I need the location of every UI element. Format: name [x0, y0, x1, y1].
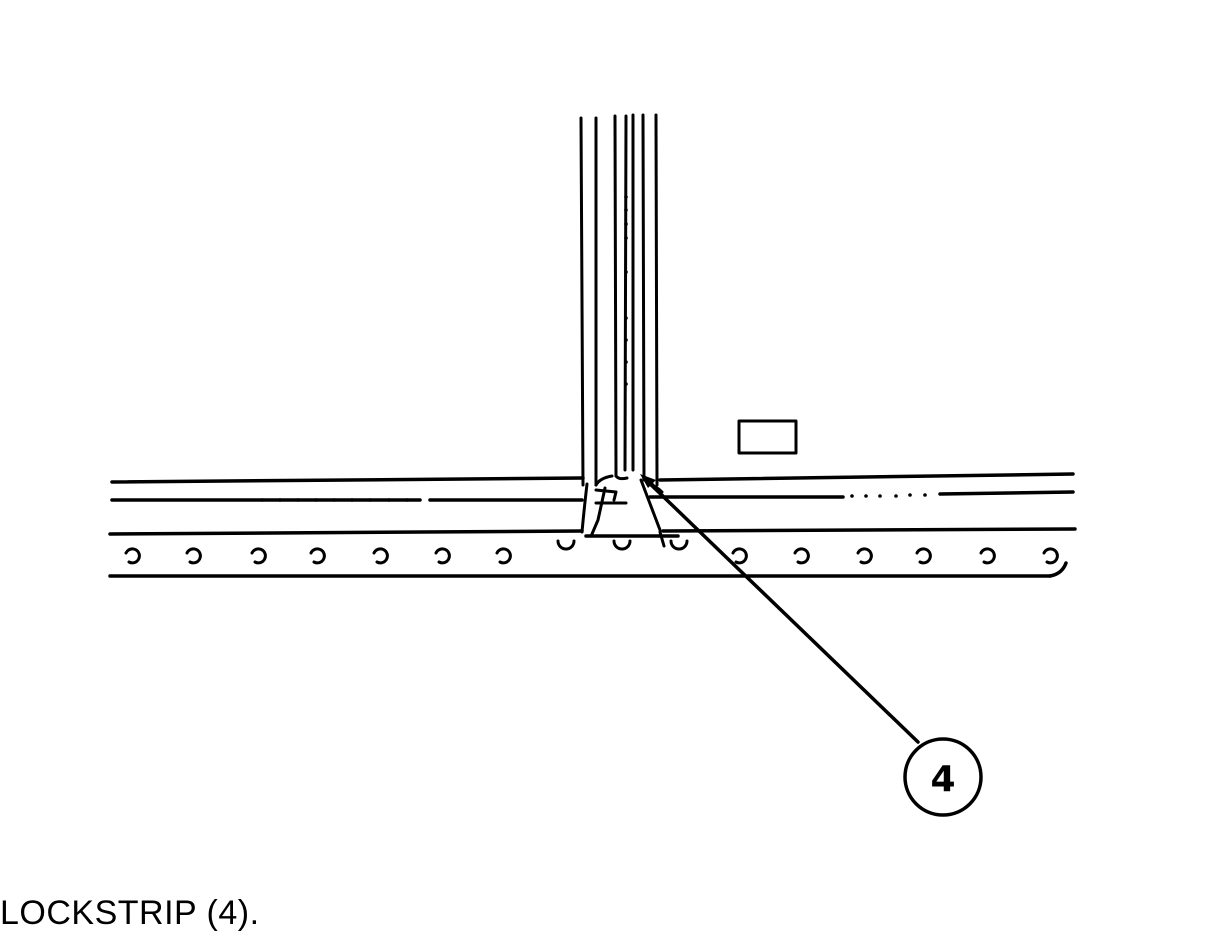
callout-4: 4: [903, 737, 983, 817]
callout-leader-arrowhead: [640, 474, 656, 488]
callout-circle: [903, 737, 983, 817]
horizontal-frame: [108, 472, 1077, 578]
horizontal-center-dots: [260, 493, 927, 502]
callout-leader-line: [642, 476, 920, 744]
vertical-frame: [579, 113, 659, 487]
vertical-center-dots: [624, 195, 628, 386]
caption-text: LOCKSTRIP (4).: [0, 894, 260, 932]
lockstrip-joint: [580, 478, 680, 548]
hook-row: [124, 539, 1059, 565]
callout-label: 4: [930, 759, 955, 800]
small-rectangle: [737, 419, 798, 455]
